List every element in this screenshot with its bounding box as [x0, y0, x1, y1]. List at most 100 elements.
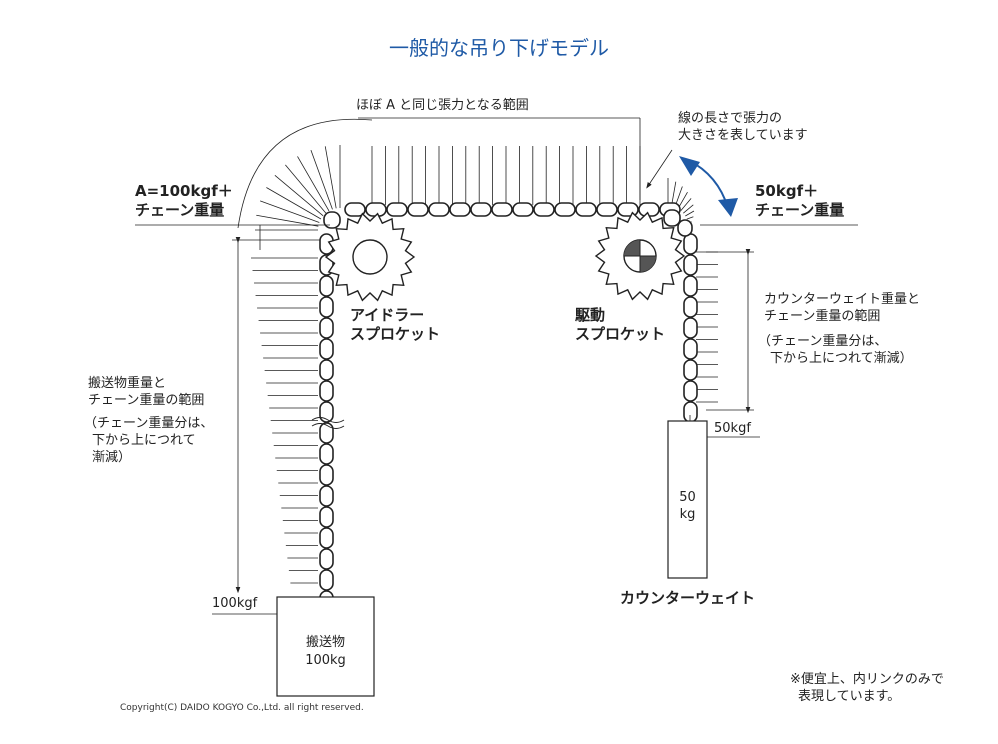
idler-sprocket-label-line1: アイドラー	[350, 306, 425, 324]
chain-link	[683, 275, 698, 297]
chain-link	[319, 275, 334, 297]
chain-link	[683, 380, 698, 402]
chain-link	[683, 359, 698, 381]
chain-link	[683, 254, 698, 276]
top-range-label: ほぼ A と同じ張力となる範囲	[356, 98, 529, 113]
corner-arc	[237, 118, 373, 229]
chain-link	[319, 464, 334, 486]
load-note-line2: 下から上につれて	[92, 433, 196, 448]
tension-line	[259, 200, 320, 223]
tension-line	[266, 187, 322, 220]
load-tension-label: 100kgf	[212, 596, 258, 611]
chain-link	[491, 202, 513, 217]
chain-link	[319, 380, 334, 402]
right-tension-label-line2: チェーン重量	[755, 201, 845, 219]
load-note-line3: 漸減）	[92, 450, 132, 465]
counter-range-line2: チェーン重量の範囲	[764, 309, 881, 324]
left-tension-label-line1: A=100kgf＋	[135, 182, 233, 200]
chain-link	[319, 443, 334, 465]
chain-link	[319, 569, 334, 591]
chain-link	[663, 209, 681, 227]
chain-link	[596, 202, 618, 217]
load-box-label-line1: 搬送物	[305, 635, 345, 650]
chain-links	[319, 202, 698, 612]
counter-box-label-line2: kg	[679, 507, 696, 522]
chain-link	[319, 338, 334, 360]
tension-line	[683, 204, 694, 214]
page-title: 一般的な吊り下げモデル	[389, 36, 609, 60]
chain-link	[319, 506, 334, 528]
chain-link	[683, 317, 698, 339]
counter-note-line2: 下から上につれて漸減）	[770, 351, 913, 366]
break-mark	[311, 423, 345, 429]
chain-link	[617, 202, 639, 217]
weights	[276, 420, 708, 697]
counter-box-label-line1: 50	[679, 490, 696, 505]
chain-link	[319, 548, 334, 570]
chain-link	[365, 202, 387, 217]
rotation-arrowhead	[679, 156, 738, 217]
chain-link	[407, 202, 429, 217]
chain-link	[386, 202, 408, 217]
tension-line	[256, 214, 319, 227]
tension-line	[680, 198, 692, 211]
footnote-line1: ※便宜上、内リンクのみで	[790, 672, 944, 687]
counter-range-line1: カウンターウェイト重量と	[764, 292, 921, 307]
load-note-line1: （チェーン重量分は、	[84, 416, 214, 431]
footnote-line2: 表現しています。	[798, 689, 901, 704]
tension-line	[685, 210, 695, 217]
chain-link	[323, 211, 341, 229]
chain-link	[319, 359, 334, 381]
chain-link	[683, 338, 698, 360]
counterweight-label: カウンターウェイト	[620, 589, 756, 607]
load-box	[276, 596, 375, 697]
left-tension-label-line2: チェーン重量	[135, 201, 225, 219]
sprockets	[324, 211, 686, 302]
chain-link	[470, 202, 492, 217]
chain-link	[677, 219, 693, 237]
counter-note-line1: （チェーン重量分は、	[758, 334, 888, 349]
idler-sprocket-bore	[352, 239, 388, 275]
length-note-line2: 大きさを表しています	[678, 128, 808, 143]
tension-line	[297, 156, 330, 212]
tension-line	[285, 164, 327, 214]
chain-link	[575, 202, 597, 217]
tension-line	[310, 149, 333, 210]
tension-lines	[251, 145, 718, 584]
tension-line	[686, 216, 694, 220]
chain-link	[428, 202, 450, 217]
drive-hatch	[624, 240, 640, 256]
chain-link	[319, 317, 334, 339]
note-leader	[646, 149, 673, 189]
right-tension-label-line1: 50kgf＋	[755, 182, 819, 200]
dimension-lines	[135, 117, 858, 622]
drive-sprocket-label-line2: スプロケット	[575, 325, 666, 343]
chain-link	[449, 202, 471, 217]
break-mark	[311, 417, 345, 423]
chain-link	[512, 202, 534, 217]
drive-sprocket	[594, 211, 686, 301]
chain-link	[319, 485, 334, 507]
chain-link	[683, 233, 698, 255]
load-range-line1: 搬送物重量と	[88, 376, 167, 391]
chain-link	[533, 202, 555, 217]
tension-line	[274, 175, 324, 217]
chain-link	[319, 527, 334, 549]
chain-link	[319, 296, 334, 318]
chain-link	[344, 202, 366, 217]
chain-link	[319, 422, 334, 444]
counter-tension-label: 50kgf	[714, 421, 751, 436]
counterweight-box	[667, 420, 708, 579]
copyright: Copyright(C) DAIDO KOGYO Co.,Ltd. all ri…	[120, 703, 364, 713]
drive-sprocket-label-line1: 駆動	[575, 306, 606, 324]
chain-link	[683, 296, 698, 318]
tension-line	[324, 146, 337, 209]
drive-hatch	[640, 256, 656, 272]
length-note-line1: 線の長さで張力の	[678, 111, 783, 126]
chain-link	[683, 401, 698, 423]
load-box-label-line2: 100kg	[305, 653, 346, 668]
idler-sprocket-label-line2: スプロケット	[350, 325, 441, 343]
chain-link	[554, 202, 576, 217]
